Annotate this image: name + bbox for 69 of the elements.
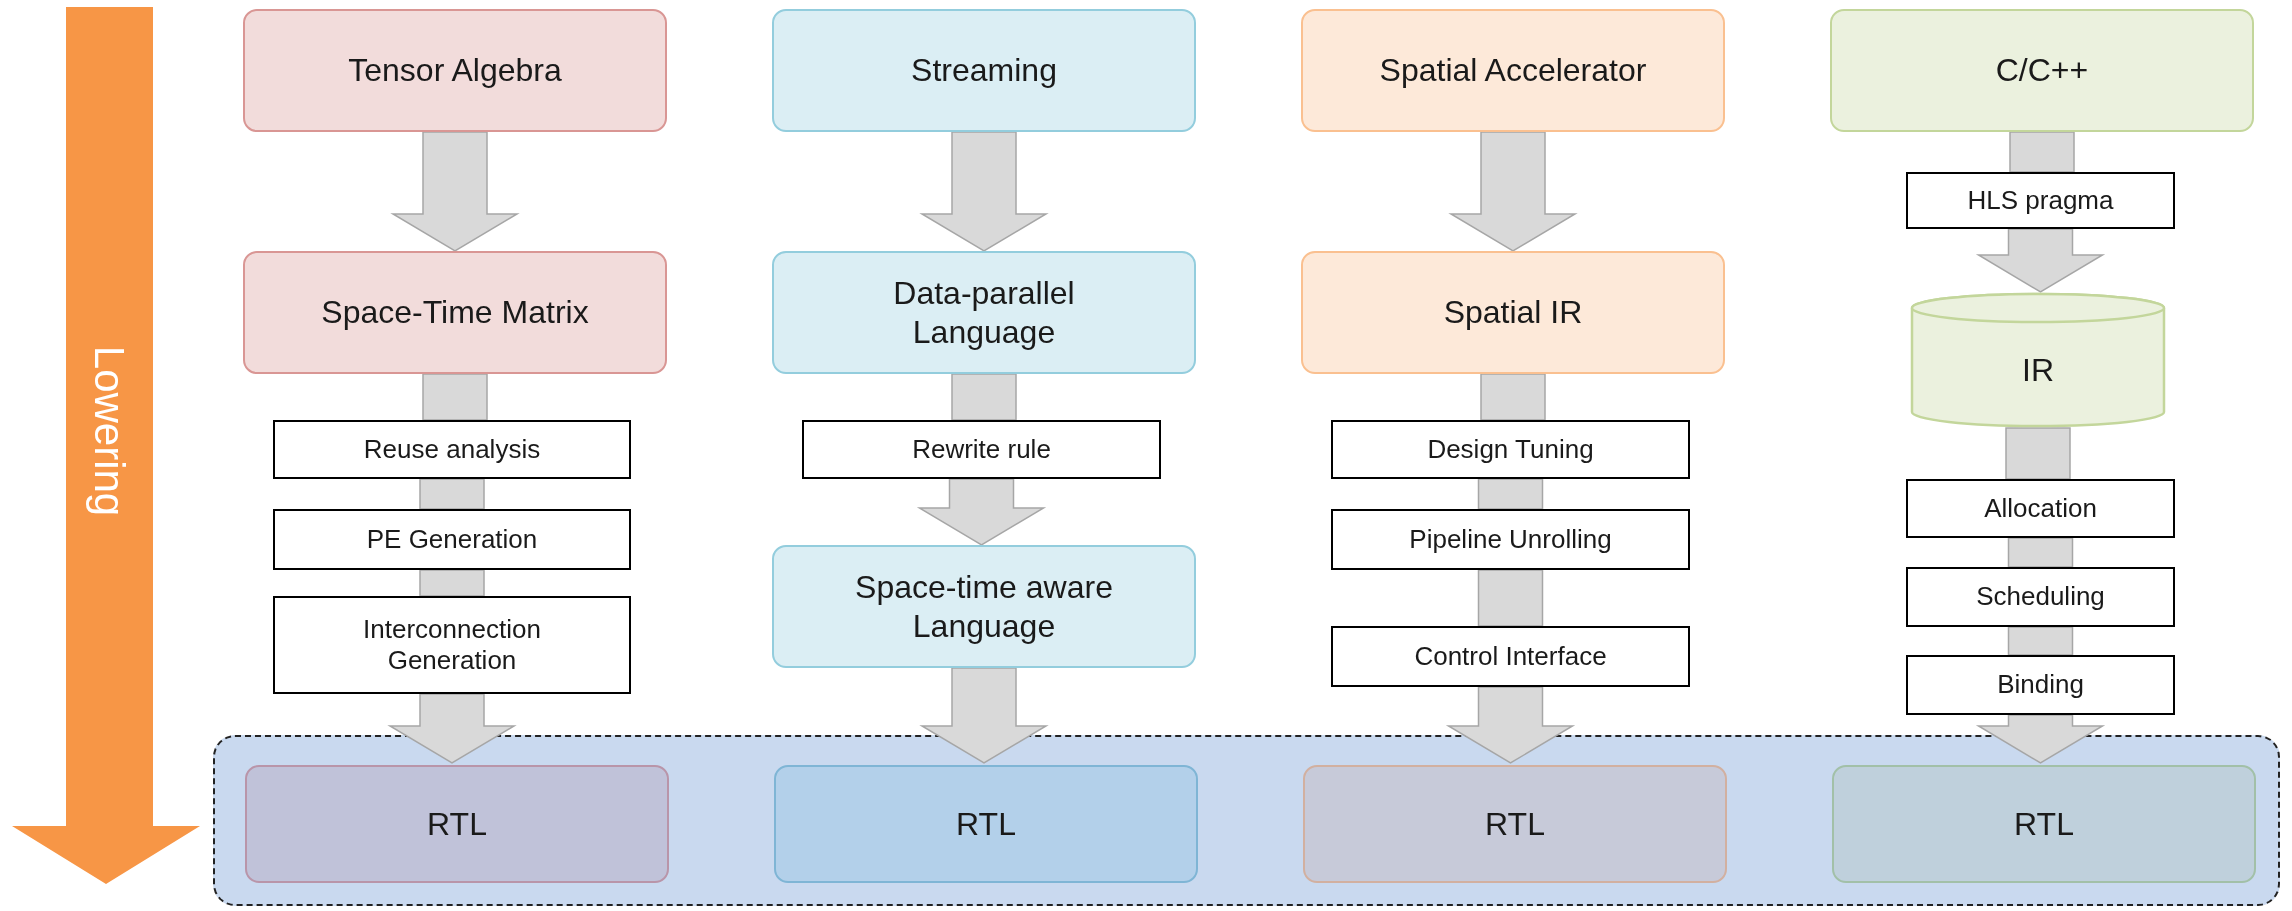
block-arrow (1448, 131, 1578, 252)
arrow-shaft (1480, 373, 1546, 421)
node-label: HLS pragma (1967, 184, 2114, 217)
arrow-shaft (2007, 537, 2074, 568)
block-arrow (1445, 686, 1576, 764)
group-container (213, 735, 2280, 906)
node-label: Reuse analysis (363, 433, 541, 466)
process-box (1301, 251, 1725, 374)
node-label: IR (2022, 350, 2054, 390)
node-label: Pipeline Unrolling (1409, 523, 1612, 556)
step-box (1906, 655, 2175, 715)
arrow-shaft (2009, 131, 2075, 173)
process-box (1301, 9, 1725, 132)
process-box (774, 765, 1198, 883)
process-box (245, 765, 669, 883)
arrow-shaft (1477, 478, 1544, 510)
arrow-shaft (419, 478, 485, 510)
node-label: RTL (427, 804, 487, 844)
step-box (1331, 420, 1690, 479)
process-box (772, 9, 1196, 132)
node-label: Data-parallel Language (892, 274, 1076, 351)
step-box (1906, 479, 2175, 538)
node-label: Allocation (1984, 492, 2097, 525)
block-arrow (1975, 228, 2106, 293)
process-box (243, 9, 667, 132)
block-arrow (916, 478, 1047, 546)
node-label: Scheduling (1976, 581, 2105, 613)
node-label: Streaming (911, 51, 1057, 90)
node-label: RTL (1485, 804, 1545, 844)
node-label: PE Generation (366, 523, 538, 556)
step-box (1331, 626, 1690, 687)
block-arrow (387, 693, 517, 764)
node-label: Space-Time Matrix (321, 293, 589, 332)
block-arrow (390, 131, 520, 252)
process-box (243, 251, 667, 374)
step-box (273, 596, 631, 694)
step-box (1906, 172, 2175, 229)
process-box (772, 545, 1196, 668)
block-arrow (919, 667, 1049, 764)
node-label: Binding (1997, 669, 2084, 701)
arrow-shaft (1477, 569, 1544, 627)
step-box (273, 420, 631, 479)
process-box (1830, 9, 2254, 132)
arrow-shaft (419, 569, 485, 597)
node-label: Design Tuning (1427, 433, 1594, 466)
step-box (273, 509, 631, 570)
process-box (772, 251, 1196, 374)
block-arrow (1975, 714, 2106, 764)
step-box (1906, 567, 2175, 627)
axis-label: Lowering (85, 345, 133, 517)
node-label: C/C++ (1995, 51, 2089, 90)
process-box (1832, 765, 2256, 883)
node-label: Control Interface (1414, 640, 1607, 673)
node-label: Interconnection Generation (362, 613, 542, 677)
step-box (1331, 509, 1690, 570)
arrow-shaft (2007, 626, 2074, 656)
block-arrow (919, 131, 1049, 252)
node-label: Tensor Algebra (348, 51, 562, 90)
node-label: RTL (956, 804, 1016, 844)
node-label: Spatial IR (1443, 293, 1583, 332)
arrow-shaft (2005, 427, 2071, 480)
node-label: Space-time aware Language (854, 568, 1114, 645)
node-label: Rewrite rule (912, 433, 1051, 466)
process-box (1303, 765, 1727, 883)
arrow-shaft (951, 373, 1017, 421)
step-box (802, 420, 1161, 479)
node-label: RTL (2014, 804, 2074, 844)
arrow-shaft (422, 373, 488, 421)
node-label: Spatial Accelerator (1379, 51, 1647, 90)
